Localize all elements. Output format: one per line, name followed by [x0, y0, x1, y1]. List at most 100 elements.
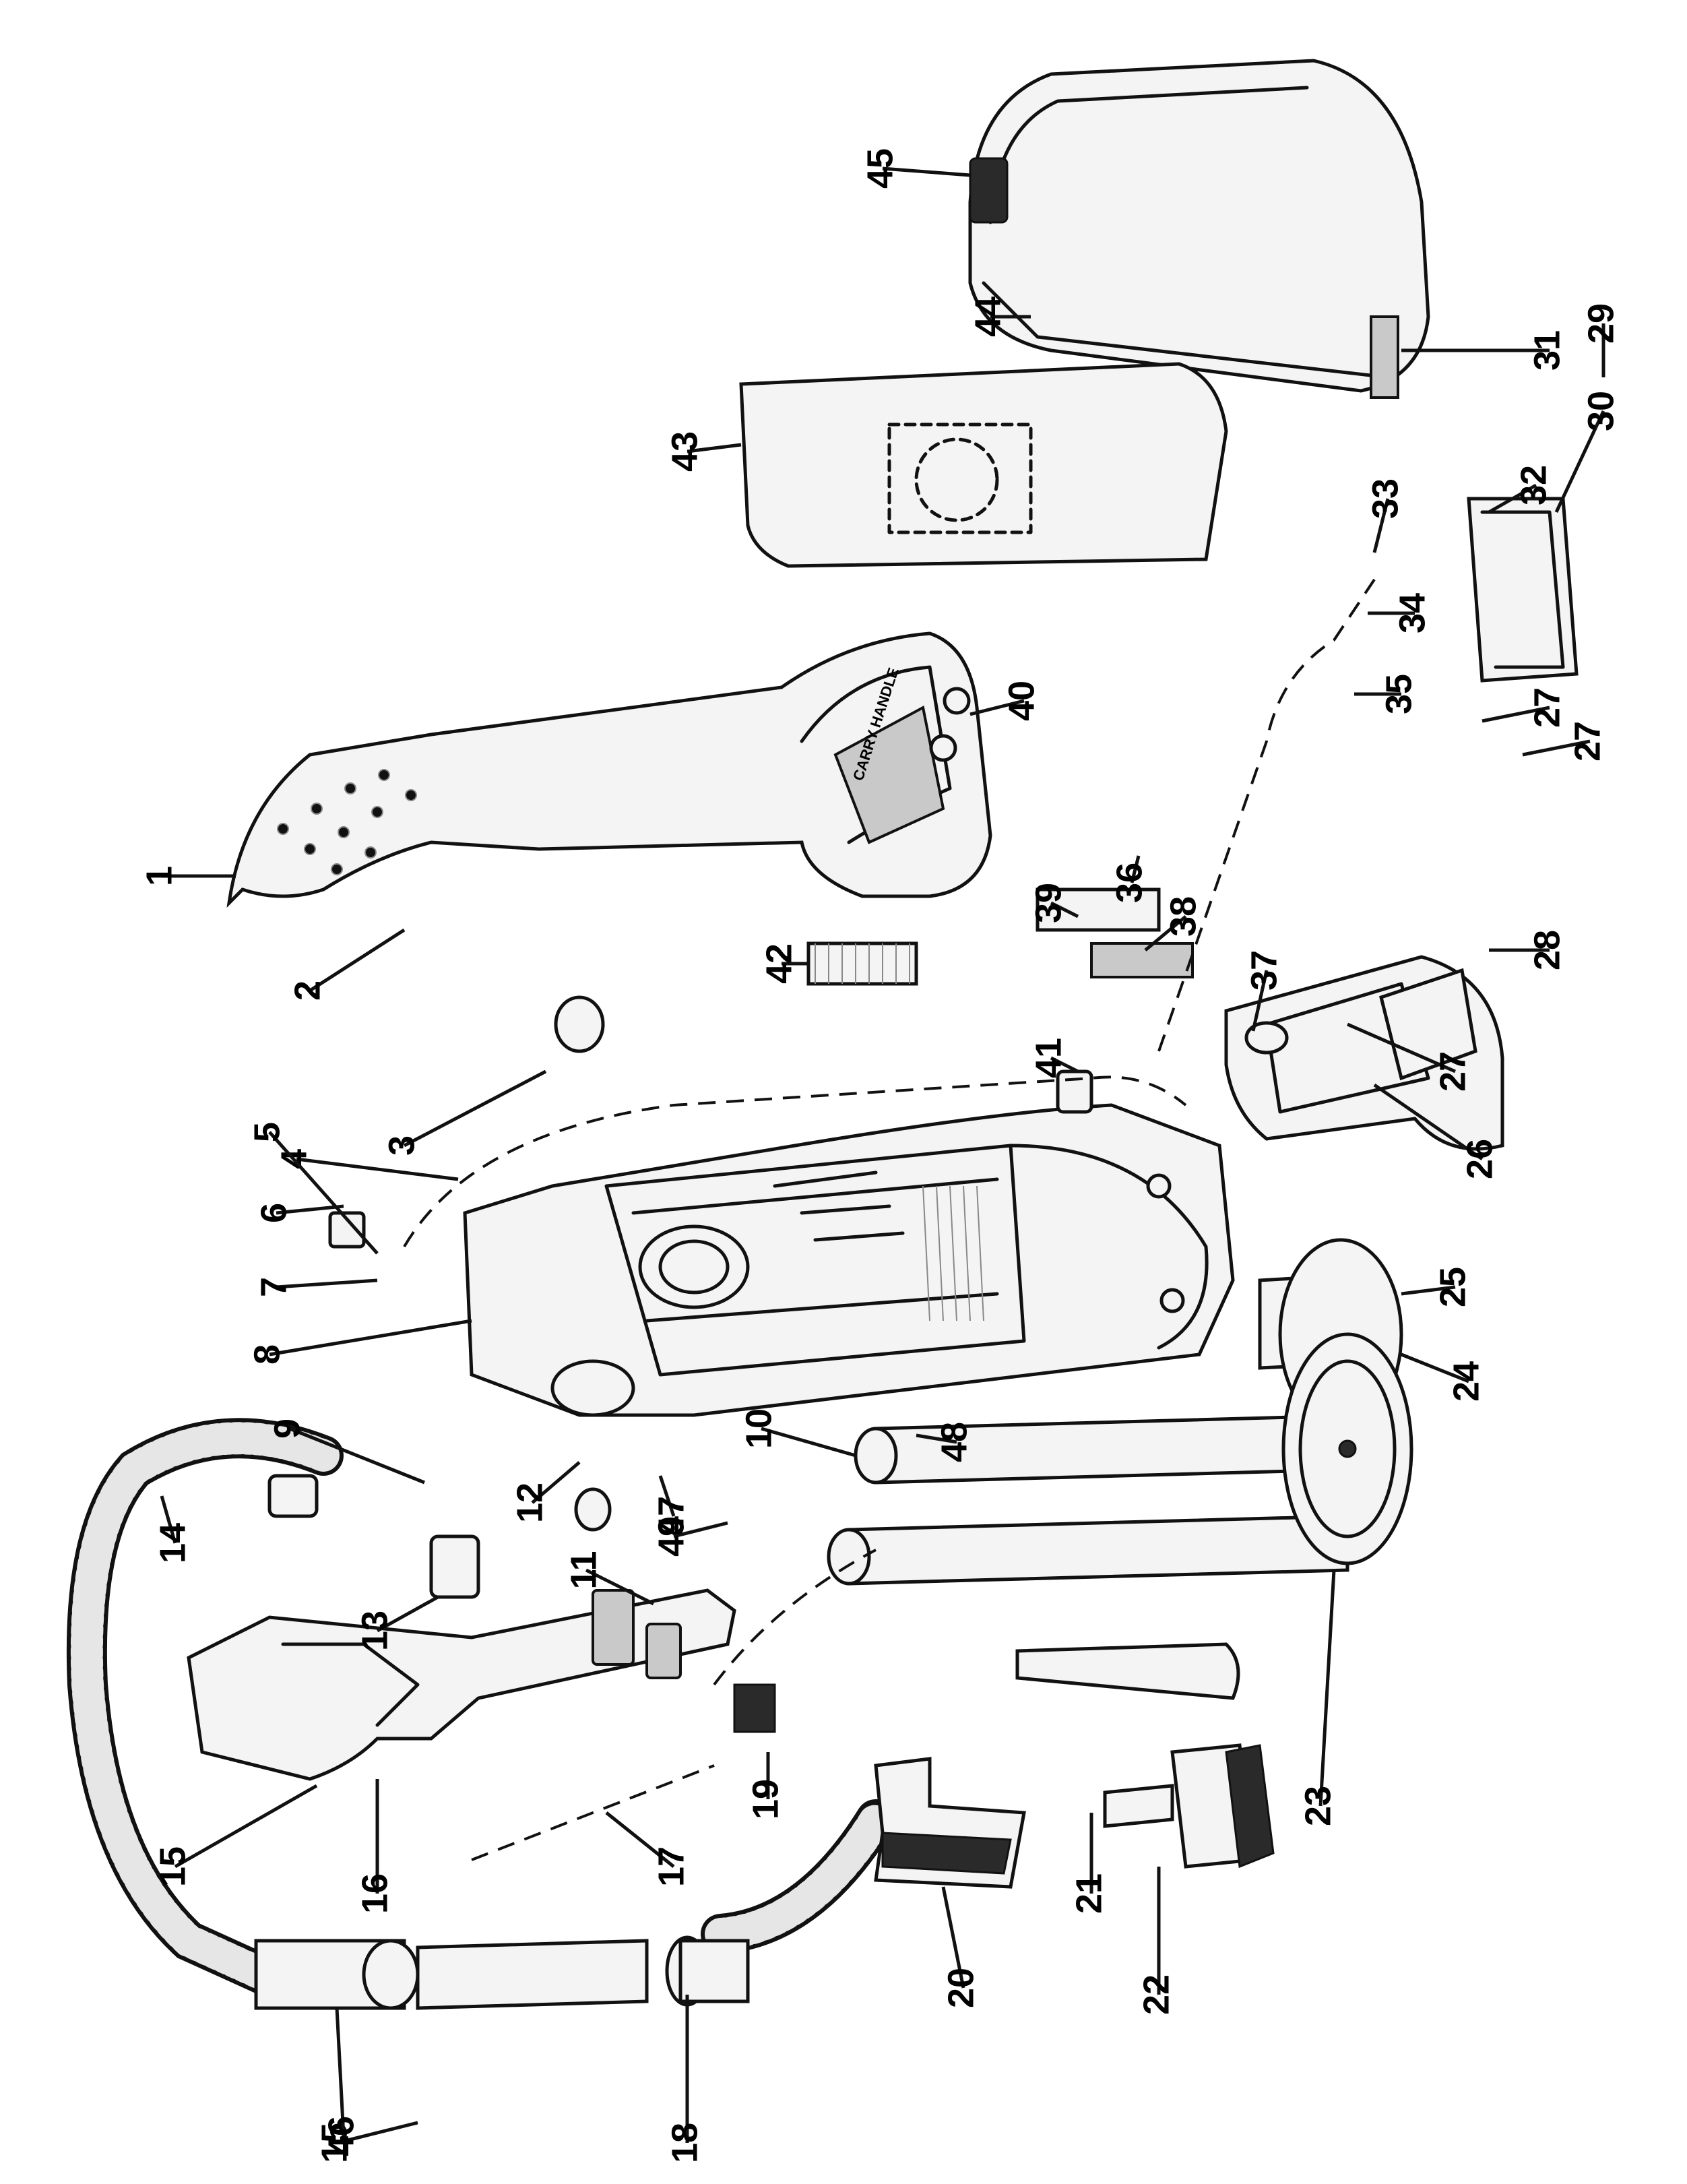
callout-label-c31: 31: [1527, 330, 1567, 371]
motor-cover: [1224, 497, 1579, 1151]
callout-label-c42: 42: [759, 943, 799, 984]
callout-label-c36: 36: [1109, 863, 1149, 903]
callout-leader-c2: [309, 928, 406, 993]
callout-leader-c9: [289, 1427, 425, 1485]
callout-leader-c40: [969, 699, 1025, 716]
callout-label-c16: 16: [354, 1873, 395, 1914]
callout-label-c35: 35: [1378, 674, 1419, 714]
callout-label-c17: 17: [651, 1846, 691, 1887]
callout-label-c20: 20: [941, 1968, 981, 2008]
callout-leader-c10: [761, 1427, 856, 1458]
callout-label-c28: 28: [1527, 930, 1567, 970]
callout-label-c7: 7: [253, 1277, 294, 1297]
callout-leader-c26: [1373, 1083, 1484, 1161]
callout-label-c12: 12: [509, 1483, 550, 1523]
callout-leader-c23: [1318, 1569, 1336, 1807]
callout-label-c11: 11: [563, 1551, 604, 1589]
callout-label-c1: 1: [139, 866, 179, 886]
callout-leader-c4a: [296, 1157, 459, 1181]
callout-leader-c12: [531, 1461, 581, 1504]
hose: [66, 1418, 896, 1995]
callout-label-c8: 8: [247, 1344, 287, 1365]
callout-leader-c14: [160, 1495, 177, 1544]
callout-leader-c25: [1401, 1285, 1456, 1296]
callout-leader-c37: [1251, 970, 1269, 1032]
callout-leader-c27b: [1482, 706, 1550, 723]
callout-label-c27c: 27: [1567, 721, 1608, 761]
callout-label-c19: 19: [745, 1779, 786, 1819]
callout-label-c21: 21: [1069, 1873, 1109, 1914]
callout-leader-c7: [276, 1278, 378, 1289]
callout-leader-c15b: [336, 2121, 418, 2145]
callout-label-c48: 48: [934, 1422, 974, 1462]
filters: [806, 887, 1194, 986]
callout-label-c33: 33: [1365, 478, 1405, 519]
callout-label-c14: 14: [152, 1523, 193, 1563]
callout-leader-c8: [269, 1319, 472, 1356]
callout-label-c44: 44: [967, 297, 1008, 337]
callout-label-c22: 22: [1136, 1974, 1176, 2015]
callout-label-c6: 6: [253, 1203, 294, 1223]
callout-leader-c11: [585, 1568, 655, 1606]
upper-handle: CARRY HANDLE: [226, 631, 992, 908]
bag-door-cover: [968, 59, 1430, 399]
motor-assembly: [1258, 1238, 1413, 1565]
callout-label-c25: 25: [1432, 1267, 1473, 1307]
callout-leader-c15a: [174, 1784, 318, 1869]
callout-leader-c30: [1554, 410, 1605, 513]
callout-label-c38: 38: [1163, 896, 1203, 937]
callout-label-c3: 3: [381, 1135, 422, 1156]
callout-label-c13: 13: [354, 1611, 395, 1651]
callout-label-c5: 5: [247, 1122, 287, 1142]
callout-label-c9: 9: [267, 1418, 307, 1439]
callout-leader-c48: [916, 1433, 957, 1444]
callout-label-c26: 26: [1459, 1139, 1500, 1179]
callout-leader-c13: [376, 1595, 439, 1633]
callout-label-c23: 23: [1298, 1786, 1338, 1826]
paper-bag: [739, 362, 1228, 568]
callout-label-c32: 32: [1513, 465, 1554, 505]
callout-leader-c46: [335, 2007, 346, 2137]
wand-coupling: [254, 1935, 750, 2010]
callout-label-c47: 47: [651, 1496, 691, 1536]
callout-label-c27a: 27: [1432, 1051, 1473, 1092]
callout-label-c34: 34: [1392, 593, 1432, 633]
callout-label-c49: 49: [651, 1516, 691, 1557]
callout-leader-c27c: [1522, 739, 1591, 757]
callout-label-c43: 43: [664, 431, 705, 472]
main-body-housing: [463, 1103, 1235, 1417]
callout-leader-c36: [1130, 855, 1141, 883]
callout-label-c30: 30: [1581, 391, 1621, 431]
callout-leader-c24: [1401, 1352, 1469, 1383]
cord-routing: [403, 578, 1376, 1861]
callout-leader-c20: [941, 1886, 965, 1989]
callout-label-c45: 45: [860, 148, 900, 189]
callout-label-c40: 40: [1001, 681, 1042, 721]
callout-leader-c43: [687, 443, 742, 454]
callout-leader-c3: [403, 1069, 547, 1148]
callout-label-c2: 2: [287, 980, 327, 1001]
callout-leader-c17: [605, 1811, 675, 1868]
callout-label-c10: 10: [738, 1408, 779, 1449]
callout-label-c15a: 15: [152, 1846, 193, 1887]
callout-leader-c33: [1372, 498, 1390, 553]
callout-leader-c41: [1050, 1056, 1079, 1073]
callout-label-c27b: 27: [1527, 687, 1567, 728]
callout-label-c37: 37: [1244, 950, 1284, 991]
callout-label-c41: 41: [1028, 1038, 1069, 1078]
attachments: [827, 1413, 1370, 1889]
callout-label-c46: 46: [321, 2116, 361, 2156]
callout-label-c24: 24: [1446, 1361, 1486, 1402]
callout-label-c39: 39: [1028, 883, 1069, 923]
callout-leader-c6: [276, 1204, 344, 1215]
callout-leader-c5: [268, 1131, 379, 1255]
callout-leader-c47: [658, 1475, 676, 1517]
hose-rack: [187, 1588, 736, 1781]
callout-leader-c39: [1050, 901, 1079, 918]
callout-label-c18: 18: [664, 2123, 705, 2163]
callout-leader-c49: [673, 1521, 728, 1538]
callout-leader-c38: [1144, 915, 1187, 951]
callout-label-c29: 29: [1581, 303, 1621, 344]
